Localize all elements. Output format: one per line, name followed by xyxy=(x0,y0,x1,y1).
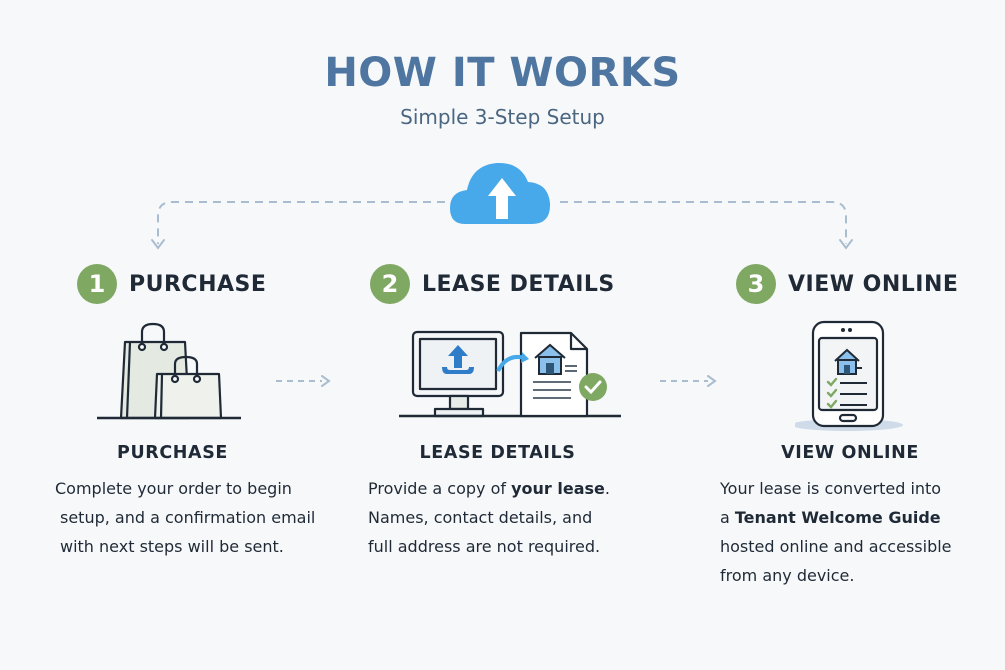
desc-text: hosted online and accessible xyxy=(720,537,952,556)
connector-right-path xyxy=(560,201,847,244)
desc-text: Complete your order to begin xyxy=(55,479,292,498)
house-icon xyxy=(534,343,566,375)
desc-bold-text: your lease xyxy=(511,479,605,498)
desc-text: . xyxy=(604,479,610,498)
step-number-badge: 3 xyxy=(736,264,776,304)
desc-line: setup, and a confirmation email xyxy=(60,503,335,532)
desc-text: setup, and a confirmation email xyxy=(60,508,316,527)
step-title: PURCHASE xyxy=(129,271,267,297)
step-1-header: 1 PURCHASE xyxy=(77,264,266,304)
desc-line: full address are not required. xyxy=(368,532,648,561)
desc-text: Provide a copy of xyxy=(368,479,512,498)
step-subtitle: PURCHASE xyxy=(117,443,228,463)
desc-text: with next steps will be sent. xyxy=(60,537,284,556)
dashed-connector xyxy=(157,201,847,244)
upload-arrow-icon xyxy=(442,345,474,374)
phone-checklist-icon xyxy=(795,320,903,431)
arrowhead-down-left-icon xyxy=(151,239,165,250)
desc-line: a Tenant Welcome Guide xyxy=(720,503,1005,532)
desc-text: Your lease is converted into xyxy=(720,479,942,498)
desc-line: from any device. xyxy=(720,561,1005,590)
desc-line: hosted online and accessible xyxy=(720,532,1005,561)
cloud-upload-icon xyxy=(450,162,551,224)
step-2-header: 2 LEASE DETAILS xyxy=(370,264,615,304)
computer-upload-document-icon xyxy=(399,330,621,418)
page-title: HOW IT WORKS xyxy=(324,50,681,96)
shopping-bags-icon xyxy=(97,322,241,420)
step-subtitle: VIEW ONLINE xyxy=(781,443,919,463)
arrow-right-1-icon xyxy=(321,375,331,387)
step-3-header: 3 VIEW ONLINE xyxy=(736,264,958,304)
desc-line: Complete your order to begin xyxy=(55,474,335,503)
check-circle-icon xyxy=(579,373,607,401)
desc-line: Names, contact details, and xyxy=(368,503,648,532)
desc-line: Provide a copy of your lease. xyxy=(368,474,648,503)
step-3-description: Your lease is converted into a Tenant We… xyxy=(720,474,1005,590)
step-title: VIEW ONLINE xyxy=(788,271,959,297)
step-title: LEASE DETAILS xyxy=(422,271,615,297)
desc-text: Names, contact details, and xyxy=(368,508,593,527)
step-subtitle: LEASE DETAILS xyxy=(419,443,576,463)
desc-line: Your lease is converted into xyxy=(720,474,1005,503)
arrow-right-2-icon xyxy=(707,375,717,387)
house-icon xyxy=(834,348,862,375)
page-subtitle: Simple 3-Step Setup xyxy=(400,105,605,129)
desc-text: full address are not required. xyxy=(368,537,601,556)
step-2-description: Provide a copy of your lease. Names, con… xyxy=(368,474,648,561)
step-1-description: Complete your order to begin setup, and … xyxy=(55,474,335,561)
step-number-badge: 2 xyxy=(370,264,410,304)
arrowhead-down-right-icon xyxy=(839,239,853,250)
step-number-badge: 1 xyxy=(77,264,117,304)
desc-text: from any device. xyxy=(720,566,855,585)
checkmarks-icon xyxy=(826,377,838,409)
desc-bold-text: Tenant Welcome Guide xyxy=(734,508,941,527)
desc-text: a xyxy=(720,508,735,527)
connector-left-path xyxy=(157,201,445,244)
desc-line: with next steps will be sent. xyxy=(60,532,335,561)
